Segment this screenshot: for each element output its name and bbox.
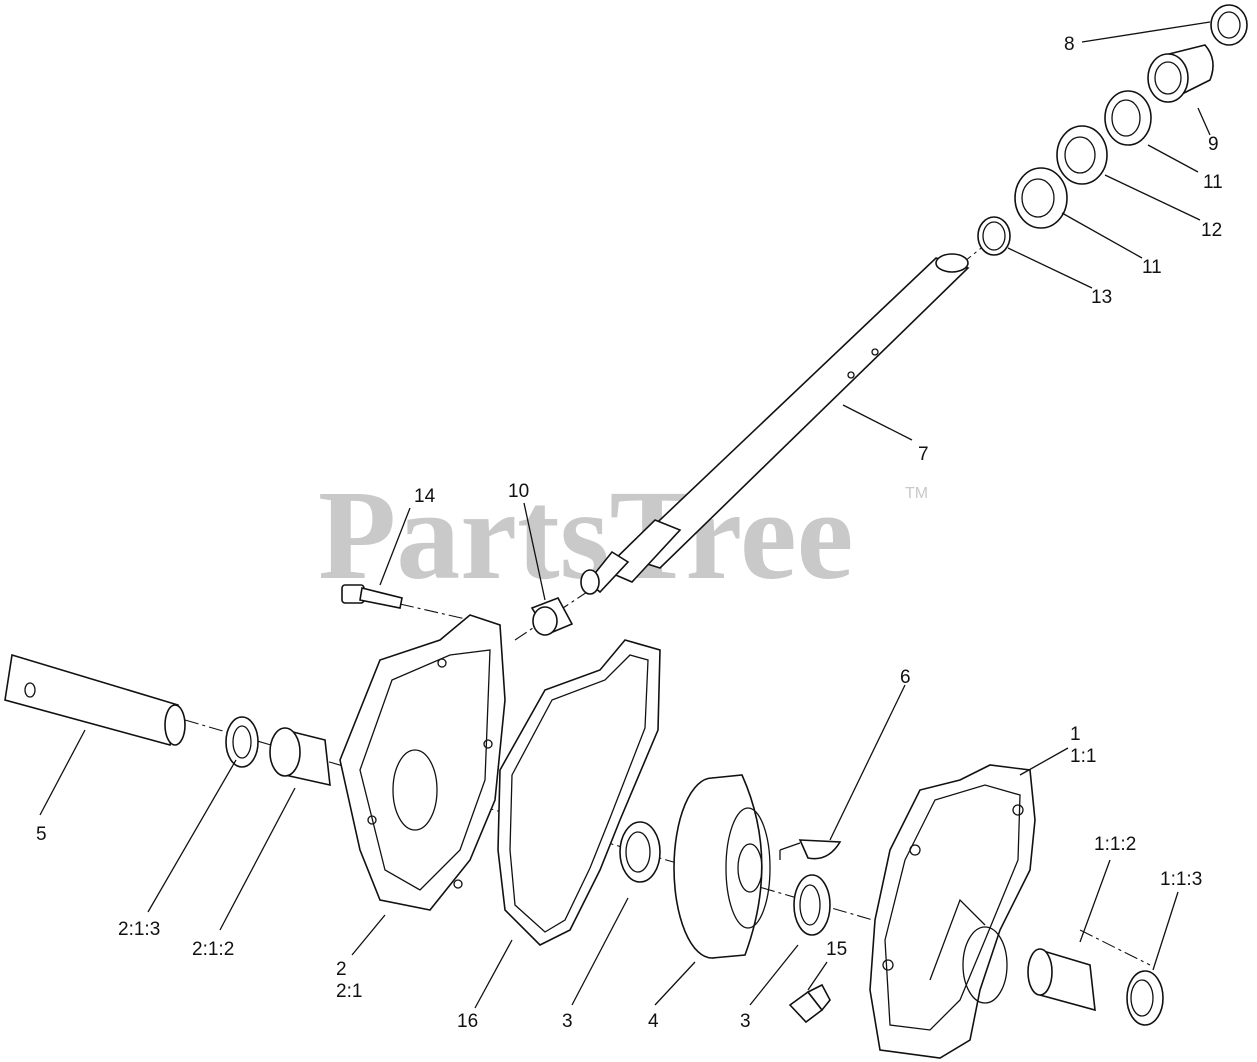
callout-16: 16 — [457, 1011, 478, 1032]
part-1-housing — [869, 764, 1036, 1059]
part-4-gear — [673, 774, 771, 959]
callout-7: 7 — [918, 444, 929, 465]
callout-5: 5 — [36, 824, 47, 845]
callout-11-lower: 11 — [1142, 257, 1162, 278]
callout-8: 8 — [1064, 34, 1075, 55]
callout-12: 12 — [1201, 220, 1222, 241]
part-2-1-2-bearing — [269, 727, 331, 787]
callout-15: 15 — [826, 939, 847, 960]
bolt-axis-line — [399, 603, 471, 621]
part-2-housing — [339, 614, 506, 911]
callout-2-1: 2:1 — [336, 981, 362, 1002]
part-13-snap-ring — [977, 216, 1011, 256]
part-11-upper-washer — [1104, 90, 1152, 146]
part-15-plug — [788, 983, 831, 1024]
part-16-gasket — [497, 639, 661, 946]
part-10-roll-pin — [530, 597, 574, 636]
part-3-left-washer — [619, 821, 661, 883]
callout-1: 1 — [1070, 724, 1081, 745]
part-3-right-washer — [793, 874, 831, 936]
part-7-shaft — [580, 253, 970, 595]
part-9-bushing — [1147, 44, 1214, 103]
part-2-1-3-seal — [225, 716, 259, 768]
callout-6: 6 — [900, 667, 911, 688]
callout-9: 9 — [1208, 134, 1219, 155]
callout-11-upper: 11 — [1203, 172, 1223, 193]
right-axis-line — [1079, 929, 1151, 966]
callout-2-1-3: 2:1:3 — [118, 919, 160, 940]
callout-14: 14 — [414, 486, 436, 507]
part-5-tube — [4, 653, 186, 746]
leader-lines — [39, 21, 1211, 1009]
callout-3-left: 3 — [562, 1011, 573, 1032]
callout-10: 10 — [508, 481, 529, 502]
part-6-key — [779, 839, 842, 860]
callout-13: 13 — [1091, 287, 1112, 308]
callout-1-1-2: 1:1:2 — [1094, 834, 1136, 855]
part-11-lower-washer — [1014, 167, 1068, 229]
callout-4: 4 — [648, 1011, 659, 1032]
watermark-trademark: TM — [905, 485, 928, 502]
part-12-washer — [1056, 125, 1108, 185]
callout-2-1-2: 2:1:2 — [192, 939, 234, 960]
part-14-bolt — [341, 584, 403, 609]
part-1-1-3-seal — [1126, 970, 1164, 1026]
part-1-1-2-bearing — [1027, 948, 1096, 1012]
callout-3-right: 3 — [740, 1011, 751, 1032]
callout-2: 2 — [336, 959, 347, 980]
lower-axis-line — [184, 719, 891, 926]
callout-1-1: 1:1 — [1070, 746, 1096, 767]
part-8-seal — [1210, 4, 1248, 46]
callout-1-1-3: 1:1:3 — [1160, 869, 1202, 890]
